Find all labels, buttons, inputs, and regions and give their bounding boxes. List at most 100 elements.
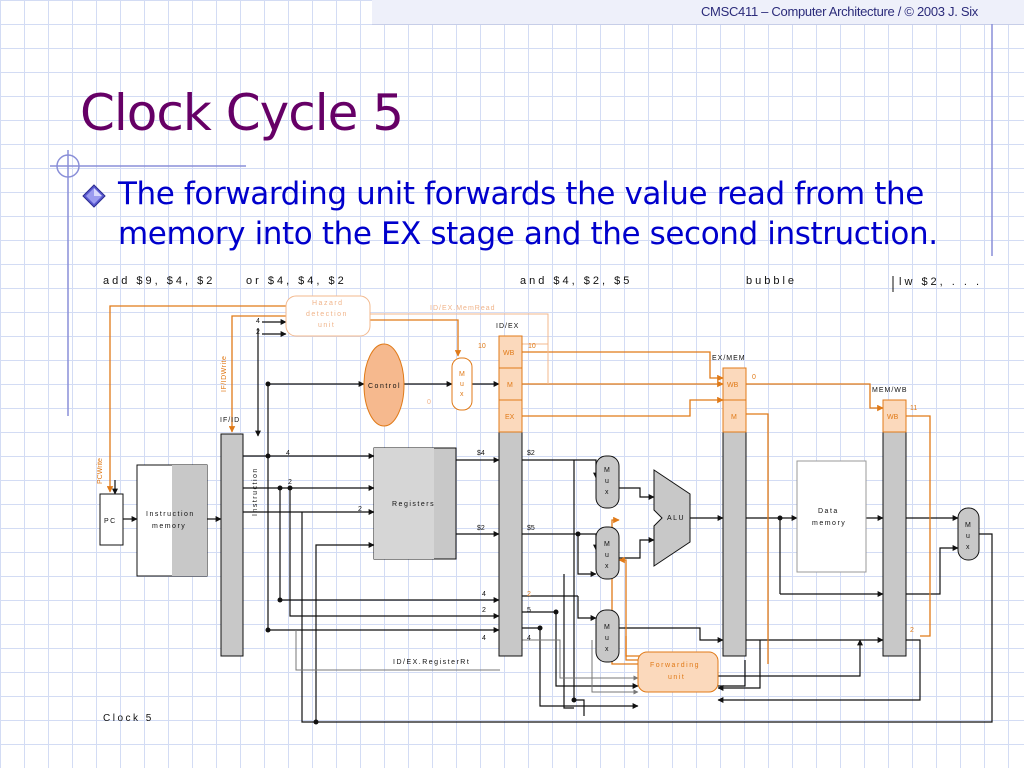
svg-text:IF/ID: IF/ID — [220, 417, 240, 424]
svg-text:M: M — [507, 382, 513, 389]
svg-text:ID/EX.RegisterRt: ID/EX.RegisterRt — [393, 659, 470, 666]
signal-labels: PCWrite IF/IDWrite ID/EX.MemRead ID/EX.R… — [97, 305, 496, 666]
slide-title: Clock Cycle 5 — [80, 84, 404, 142]
svg-text:Forwarding: Forwarding — [650, 662, 700, 669]
svg-text:5: 5 — [527, 607, 531, 614]
ex-mem-register: WB M EX/MEM — [712, 355, 747, 657]
svg-text:4: 4 — [256, 318, 260, 325]
grey-wires — [295, 630, 639, 695]
svg-text:EX/MEM: EX/MEM — [712, 355, 746, 362]
svg-text:10: 10 — [528, 343, 536, 350]
header-band: CMSC411 – Computer Architecture / © 2003… — [372, 0, 1024, 25]
svg-text:0: 0 — [427, 399, 431, 406]
svg-text:ALU: ALU — [667, 515, 685, 522]
svg-text:u: u — [966, 533, 970, 540]
if-id-register: IF/ID Instruction — [220, 417, 259, 657]
control-wires — [106, 305, 931, 665]
svg-text:Instruction: Instruction — [146, 511, 195, 518]
slide-decoration — [50, 24, 993, 416]
svg-text:Registers: Registers — [392, 501, 435, 508]
clock-label: Clock 5 — [103, 713, 154, 724]
instruction-memory: Instruction memory — [136, 464, 208, 577]
svg-text:Data: Data — [818, 508, 839, 515]
pc-register: PC — [99, 493, 124, 546]
data-memory: Data memory — [796, 460, 867, 573]
forwarding-unit: Forwarding unit — [637, 651, 719, 693]
svg-text:detection: detection — [306, 311, 348, 318]
svg-text:$5: $5 — [527, 525, 535, 532]
svg-text:2: 2 — [527, 591, 531, 598]
svg-text:$2: $2 — [527, 450, 535, 457]
id-ex-register: WB M EX ID/EX — [496, 323, 523, 657]
svg-text:2: 2 — [256, 329, 260, 336]
instr-label: lw $2, . . . — [899, 276, 982, 288]
svg-text:WB: WB — [887, 414, 899, 421]
diamond-bullet-icon — [82, 184, 106, 208]
header-text: CMSC411 – Computer Architecture / © 2003… — [700, 4, 978, 19]
svg-text:4: 4 — [527, 635, 531, 642]
svg-text:M: M — [731, 414, 737, 421]
svg-text:x: x — [966, 544, 970, 551]
svg-text:2: 2 — [910, 627, 914, 634]
svg-text:M: M — [965, 522, 971, 529]
svg-text:u: u — [605, 478, 609, 485]
value-labels: 4 2 4 2 2 $4 $2 $2 $5 4 2 4 2 5 4 10 10 … — [256, 318, 917, 642]
svg-text:IF/IDWrite: IF/IDWrite — [221, 356, 228, 392]
svg-text:WB: WB — [503, 350, 515, 357]
svg-text:Instruction: Instruction — [252, 467, 259, 516]
instr-label: bubble — [746, 275, 797, 287]
svg-text:PCWrite: PCWrite — [97, 458, 104, 484]
mem-wb-register: WB MEM/WB — [872, 387, 908, 657]
svg-text:x: x — [460, 391, 464, 398]
instruction-labels: add $9, $4, $2 or $4, $4, $2 and $4, $2,… — [103, 275, 982, 292]
svg-text:$4: $4 — [477, 450, 485, 457]
svg-text:2: 2 — [482, 607, 486, 614]
svg-text:u: u — [605, 635, 609, 642]
svg-text:10: 10 — [478, 343, 486, 350]
instr-label: add $9, $4, $2 — [103, 275, 215, 287]
reg-dest-mux: M u x — [595, 609, 620, 663]
svg-text:$2: $2 — [477, 525, 485, 532]
svg-text:0: 0 — [752, 374, 756, 381]
svg-text:M: M — [604, 541, 610, 548]
svg-text:ID/EX.MemRead: ID/EX.MemRead — [430, 305, 496, 312]
svg-text:u: u — [460, 381, 464, 388]
svg-text:memory: memory — [812, 520, 846, 527]
svg-text:x: x — [605, 563, 609, 570]
svg-text:M: M — [604, 467, 610, 474]
svg-text:4: 4 — [482, 591, 486, 598]
alu-mux-a: M u x — [595, 455, 620, 509]
svg-text:memory: memory — [152, 523, 186, 530]
svg-text:Control: Control — [368, 383, 401, 390]
svg-text:4: 4 — [286, 450, 290, 457]
svg-text:x: x — [605, 646, 609, 653]
svg-text:PC: PC — [104, 518, 117, 525]
writeback-mux: M u x — [957, 507, 980, 561]
svg-text:M: M — [459, 371, 465, 378]
junction-dots — [265, 381, 783, 725]
alu-mux-b: M u x — [595, 526, 620, 580]
svg-text:Hazard: Hazard — [312, 300, 344, 307]
svg-text:M: M — [604, 624, 610, 631]
memread-wires — [370, 313, 549, 384]
svg-text:2: 2 — [288, 479, 292, 486]
register-file: Registers — [373, 447, 457, 560]
svg-text:11: 11 — [910, 405, 917, 412]
svg-text:4: 4 — [482, 635, 486, 642]
svg-text:WB: WB — [727, 382, 739, 389]
svg-text:unit: unit — [318, 322, 335, 329]
hazard-detection-unit: Hazard detection unit — [285, 295, 371, 337]
svg-text:ID/EX: ID/EX — [496, 323, 519, 330]
bullet-text: The forwarding unit forwards the value r… — [118, 176, 938, 252]
instr-label: and $4, $2, $5 — [520, 275, 632, 287]
svg-text:unit: unit — [668, 674, 685, 681]
control-unit: Control — [363, 343, 405, 427]
alu: ALU — [653, 469, 691, 567]
svg-text:u: u — [605, 552, 609, 559]
instr-label: or $4, $4, $2 — [246, 275, 347, 287]
svg-text:MEM/WB: MEM/WB — [872, 387, 908, 394]
datapath-wires — [112, 319, 993, 723]
control-mux: M u x — [451, 357, 473, 411]
svg-text:x: x — [605, 489, 609, 496]
